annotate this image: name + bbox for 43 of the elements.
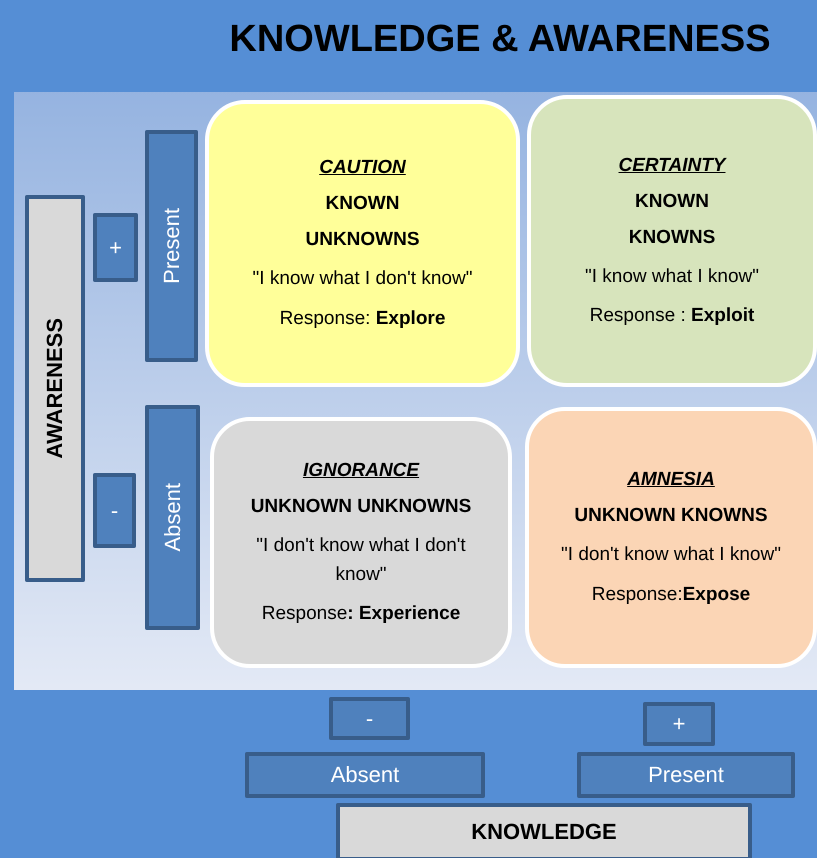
level-box (245, 752, 485, 798)
box-label: Present (158, 208, 184, 284)
quadrant-heading: IGNORANCE (302, 460, 420, 482)
box-label: - (110, 498, 118, 524)
axis-label-box (336, 803, 752, 858)
box-label: + (672, 711, 686, 737)
category-term: KNOWN (635, 190, 709, 213)
sign-box (329, 697, 410, 740)
box-label: Absent (160, 483, 186, 552)
box-label: AWARENESS (42, 318, 68, 459)
response-text: Response: Explore (280, 308, 446, 330)
level-box (145, 405, 200, 630)
quadrant-card (527, 95, 817, 387)
quote-text: "I don't know what I don't know" (255, 534, 467, 586)
category-term: UNKNOWN UNKNOWNS (250, 496, 472, 518)
quadrant-card (525, 407, 817, 668)
response-text: Response:Expose (592, 584, 750, 606)
quote-text: "I know what I don't know" (252, 267, 472, 292)
category-term: UNKNOWNS (306, 229, 420, 252)
box-label: Absent (330, 762, 400, 788)
quadrant-card (205, 100, 520, 387)
box-label: KNOWLEDGE (471, 819, 617, 845)
quadrant-heading: CAUTION (319, 157, 406, 180)
box-label: Present (648, 762, 724, 788)
quote-text: "I know what I know" (584, 264, 759, 289)
quote-text: "I don't know what I know" (561, 543, 781, 568)
box-label: + (109, 234, 122, 260)
box-label: - (366, 706, 374, 732)
diagram-title: KNOWLEDGE & AWARENESS (228, 18, 772, 61)
category-term: UNKNOWN KNOWNS (574, 505, 768, 528)
axis-label-box (25, 195, 85, 582)
response-text: Response: Experience (262, 603, 460, 625)
sign-box (93, 213, 138, 282)
category-term: KNOWN (326, 193, 400, 216)
quadrant-card (210, 417, 512, 668)
level-box (577, 752, 795, 798)
sign-box (93, 473, 136, 548)
response-text: Response : Exploit (590, 305, 754, 328)
level-box (145, 130, 198, 362)
category-term: KNOWNS (628, 226, 716, 249)
quadrant-heading: CERTAINTY (618, 154, 726, 177)
sign-box (643, 702, 715, 746)
quadrant-heading: AMNESIA (627, 469, 715, 492)
